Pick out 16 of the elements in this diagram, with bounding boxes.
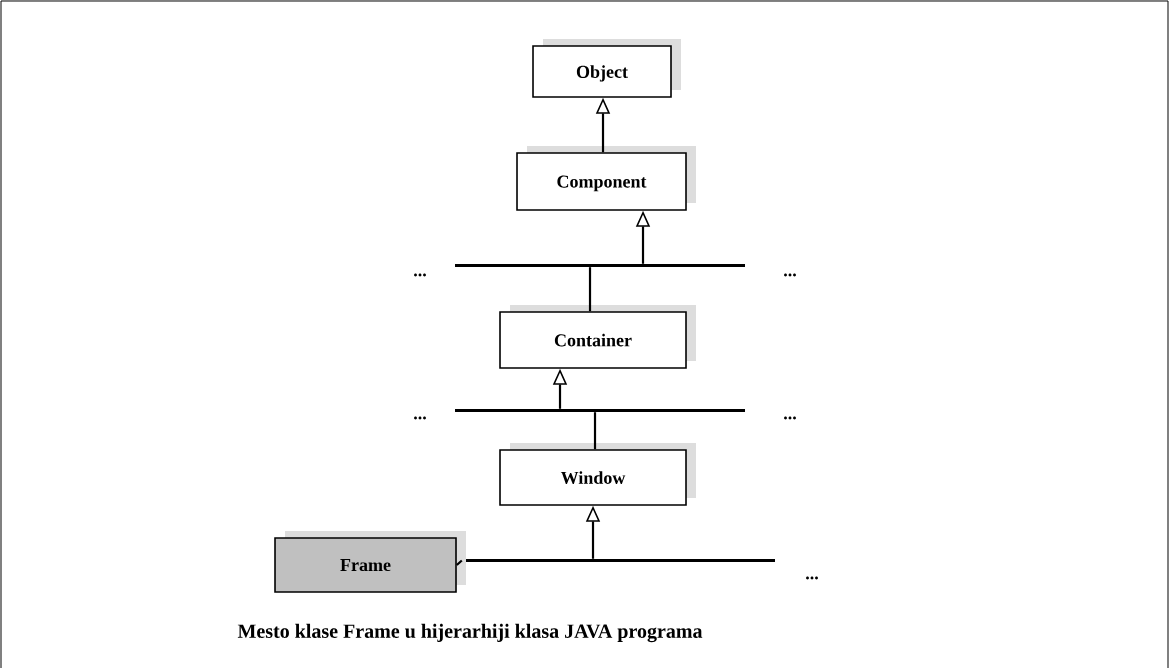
branch-line xyxy=(455,409,745,412)
connector-line xyxy=(456,559,463,566)
class-box: Window xyxy=(499,443,696,506)
connector-line xyxy=(593,412,597,450)
ellipsis: ... xyxy=(784,416,796,420)
ellipsis: ... xyxy=(806,576,818,580)
ellipsis: ... xyxy=(784,273,796,277)
class-box: Container xyxy=(499,305,696,369)
class-box: Frame xyxy=(274,531,466,593)
ellipsis: ... xyxy=(414,273,426,277)
caption: Mesto klase Frame u hijerarhiji klasa JAVA programa xyxy=(237,623,703,643)
branch-line xyxy=(455,264,745,267)
ellipsis: ... xyxy=(414,416,426,420)
class-box: Object xyxy=(532,39,681,98)
connector-line xyxy=(588,267,592,312)
class-box: Component xyxy=(516,146,696,211)
